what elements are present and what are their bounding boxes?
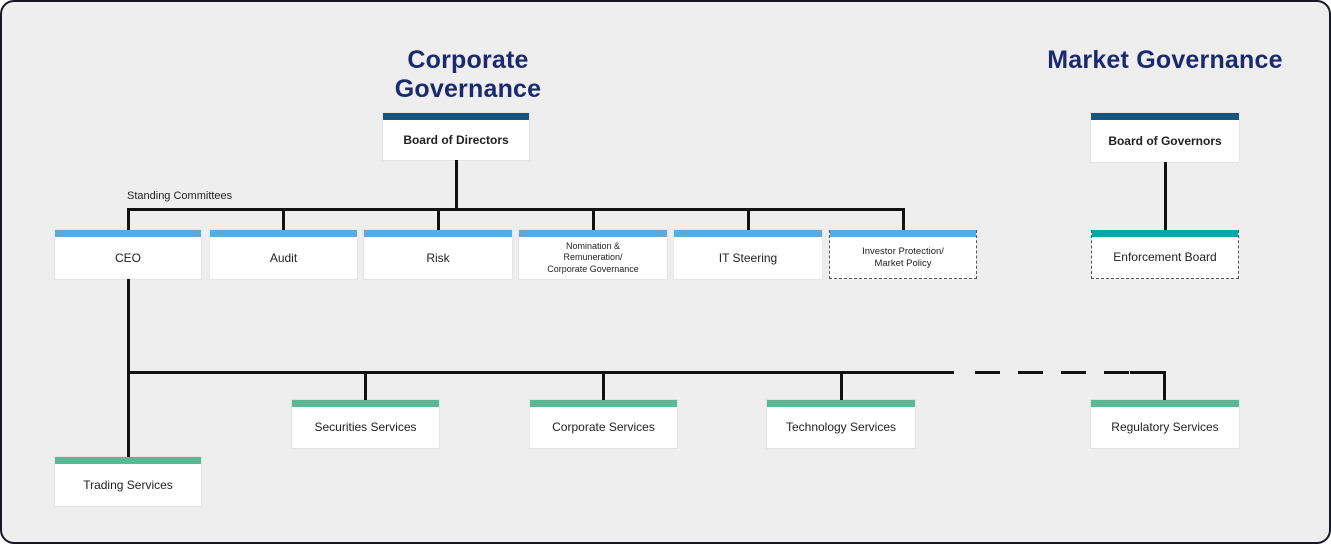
connector-drop-audit bbox=[282, 208, 285, 231]
node-regulatory-services: Regulatory Services bbox=[1091, 400, 1239, 448]
connector-regulatory-elbow-v bbox=[1163, 371, 1166, 402]
node-corporate-services-label: Corporate Services bbox=[552, 420, 655, 434]
node-investor-protection: Investor Protection/ Market Policy bbox=[829, 230, 977, 279]
node-nomination-remuneration-bar bbox=[519, 230, 667, 237]
node-enforcement-board-label: Enforcement Board bbox=[1113, 250, 1217, 264]
connector-dashed-link bbox=[975, 371, 1130, 374]
node-ceo-label: CEO bbox=[114, 250, 141, 265]
connector-drop-it-steering bbox=[747, 208, 750, 231]
node-risk-label: Risk bbox=[426, 250, 450, 265]
node-it-steering: IT Steering bbox=[674, 230, 822, 279]
node-investor-protection-label: Investor Protection/ Market Policy bbox=[862, 245, 944, 269]
connector-drop-nomination bbox=[592, 208, 595, 231]
node-corporate-services: Corporate Services bbox=[530, 400, 677, 448]
node-it-steering-bar bbox=[674, 230, 822, 237]
node-audit-bar bbox=[210, 230, 357, 237]
connector-bog-down bbox=[1164, 162, 1167, 230]
connector-drop-technology bbox=[840, 371, 843, 400]
node-nomination-remuneration: Nomination & Remuneration/ Corporate Gov… bbox=[519, 230, 667, 279]
connector-drop-securities bbox=[364, 371, 367, 400]
node-ceo-bar bbox=[55, 230, 201, 237]
node-trading-services: Trading Services bbox=[55, 457, 201, 506]
connector-bod-down bbox=[455, 160, 458, 210]
node-board-of-directors-label: Board of Directors bbox=[403, 132, 509, 147]
node-corporate-services-bar bbox=[530, 400, 677, 407]
node-audit: Audit bbox=[210, 230, 357, 279]
node-securities-services-bar bbox=[292, 400, 439, 407]
node-board-of-directors-bar bbox=[383, 113, 529, 120]
node-trading-services-bar bbox=[55, 457, 201, 464]
node-securities-services: Securities Services bbox=[292, 400, 439, 448]
connector-drop-risk bbox=[437, 208, 440, 231]
node-risk-bar bbox=[364, 230, 512, 237]
node-ceo: CEO bbox=[55, 230, 201, 279]
connector-ceo-down bbox=[127, 279, 130, 457]
market-governance-title: Market Governance bbox=[1047, 46, 1283, 74]
node-board-of-governors-label: Board of Governors bbox=[1108, 133, 1222, 148]
node-audit-label: Audit bbox=[269, 250, 298, 265]
node-regulatory-services-label: Regulatory Services bbox=[1111, 420, 1219, 434]
node-nomination-remuneration-label: Nomination & Remuneration/ Corporate Gov… bbox=[547, 241, 639, 274]
connector-regulatory-elbow-h bbox=[1130, 371, 1166, 374]
node-risk: Risk bbox=[364, 230, 512, 279]
standing-committees-label: Standing Committees bbox=[127, 190, 233, 202]
node-it-steering-label: IT Steering bbox=[718, 250, 778, 265]
node-trading-services-label: Trading Services bbox=[83, 477, 173, 492]
node-securities-services-label: Securities Services bbox=[314, 420, 417, 434]
connector-committees-bus bbox=[127, 208, 905, 211]
connector-drop-ceo bbox=[127, 208, 130, 231]
node-board-of-governors: Board of Governors bbox=[1091, 113, 1239, 162]
node-technology-services-bar bbox=[767, 400, 915, 407]
connector-drop-investor-protection bbox=[902, 208, 905, 231]
connector-services-bus bbox=[127, 371, 954, 374]
node-board-of-directors: Board of Directors bbox=[383, 113, 529, 160]
corporate-governance-title: Corporate Governance bbox=[394, 46, 542, 103]
node-enforcement-board-bar bbox=[1092, 230, 1238, 237]
node-technology-services: Technology Services bbox=[767, 400, 915, 448]
node-technology-services-label: Technology Services bbox=[785, 420, 897, 434]
node-investor-protection-bar bbox=[830, 230, 976, 237]
connector-drop-corporate-services bbox=[602, 371, 605, 400]
node-enforcement-board: Enforcement Board bbox=[1091, 230, 1239, 279]
node-regulatory-services-bar bbox=[1091, 400, 1239, 407]
node-board-of-governors-bar bbox=[1091, 113, 1239, 120]
